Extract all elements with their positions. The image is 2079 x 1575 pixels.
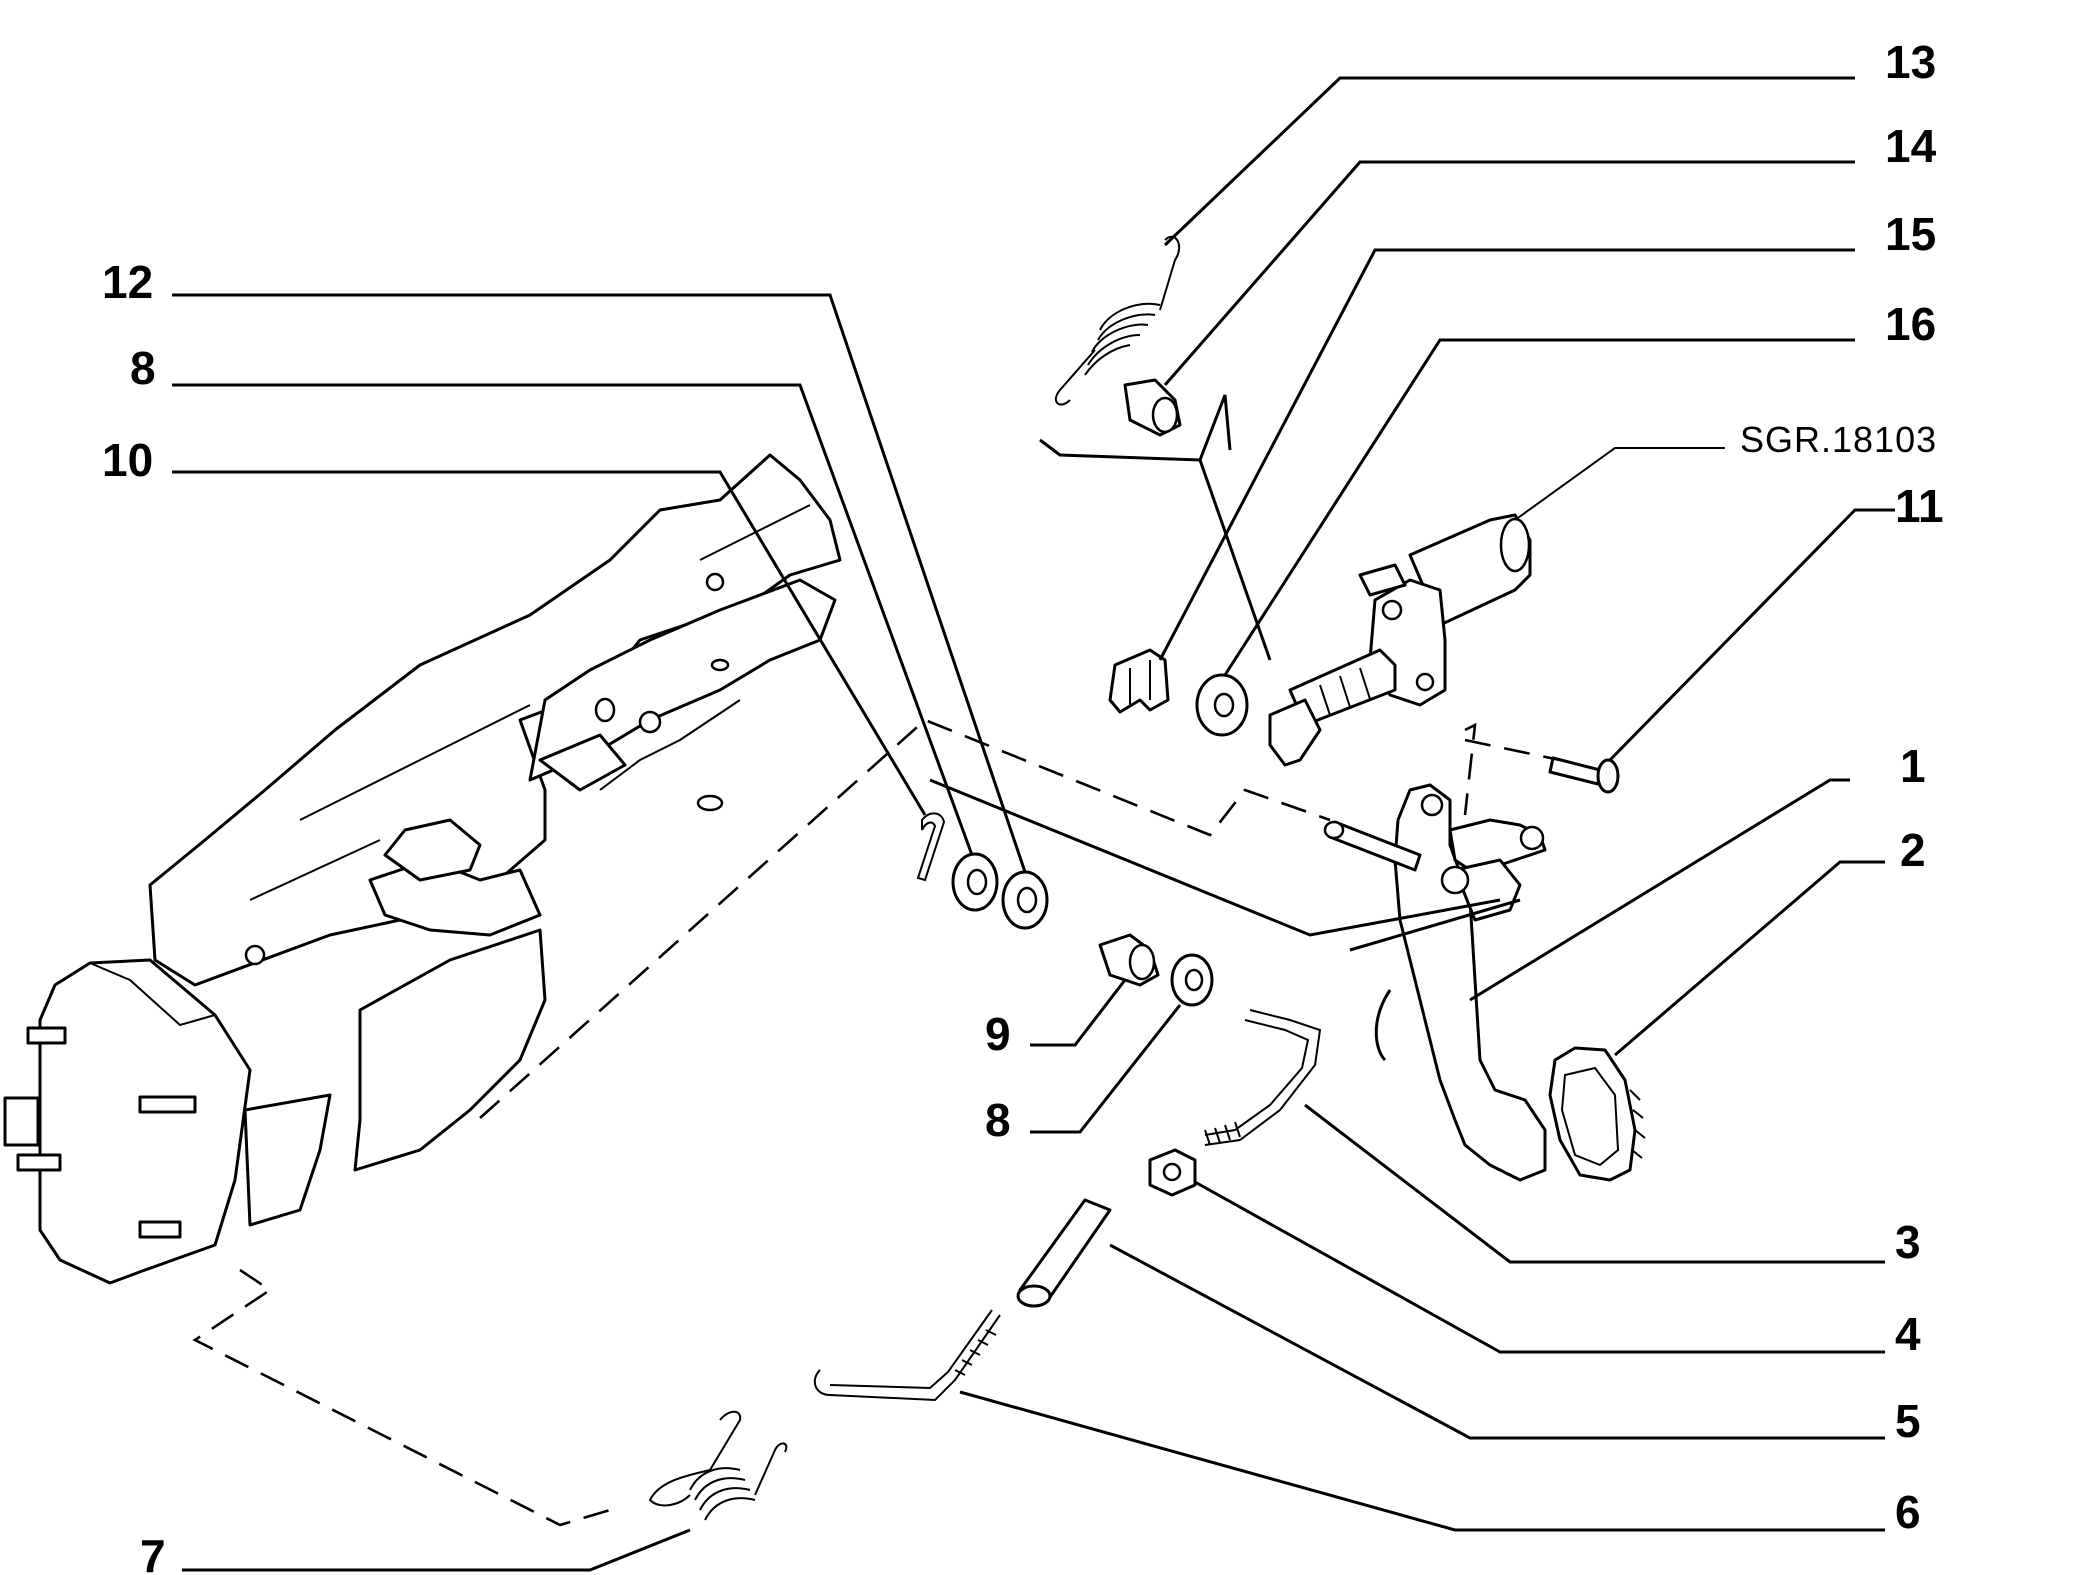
washer-8-lower [1170, 953, 1214, 1007]
pin-11 [1548, 756, 1620, 794]
washer-12 [1001, 870, 1049, 930]
label-16: 16 [1885, 298, 1936, 350]
pedal-pad [1548, 1046, 1646, 1182]
return-spring-7 [648, 1410, 788, 1521]
label-5: 5 [1895, 1395, 1921, 1447]
label-11: 11 [1895, 480, 1944, 532]
nut-4 [1148, 1148, 1197, 1197]
label-4: 4 [1895, 1308, 1921, 1360]
clutch-pedal-lever [1323, 783, 1547, 1182]
label-15: 15 [1885, 208, 1936, 260]
label-8-upper: 8 [130, 342, 156, 394]
leader-lines [172, 76, 1895, 1572]
label-13: 13 [1885, 36, 1936, 88]
label-1: 1 [1900, 740, 1926, 792]
clutch-master-cylinder [1268, 513, 1532, 767]
cotter-pin-10 [916, 812, 946, 882]
sleeve-5 [1016, 1198, 1112, 1308]
label-3: 3 [1895, 1216, 1921, 1268]
reference-code: SGR.18103 [1740, 419, 1937, 460]
label-2: 2 [1900, 824, 1926, 876]
label-7: 7 [140, 1530, 166, 1575]
assembly-guide-lines [192, 718, 1561, 1527]
label-8-lower: 8 [985, 1094, 1011, 1146]
retaining-clip [1108, 648, 1170, 714]
part-labels: 13 14 15 16 SGR.18103 11 1 2 3 4 5 6 7 9… [102, 36, 1944, 1575]
bushing-9 [1098, 933, 1160, 987]
construction-lines [929, 394, 1521, 1062]
washer-8-upper [951, 852, 999, 912]
adjuster-rod-6 [813, 1309, 1001, 1402]
firewall-mounting-plate [3, 958, 252, 1285]
adjuster-rod-3 [1204, 1009, 1322, 1146]
label-10: 10 [102, 434, 153, 486]
label-12: 12 [102, 256, 153, 308]
label-14: 14 [1885, 120, 1937, 172]
bushing-14 [1123, 378, 1182, 437]
return-spring-13 [1054, 235, 1181, 406]
label-6: 6 [1895, 1486, 1921, 1538]
label-9: 9 [985, 1008, 1011, 1060]
pedal-bracket [148, 453, 842, 1227]
washer-16 [1195, 673, 1249, 737]
